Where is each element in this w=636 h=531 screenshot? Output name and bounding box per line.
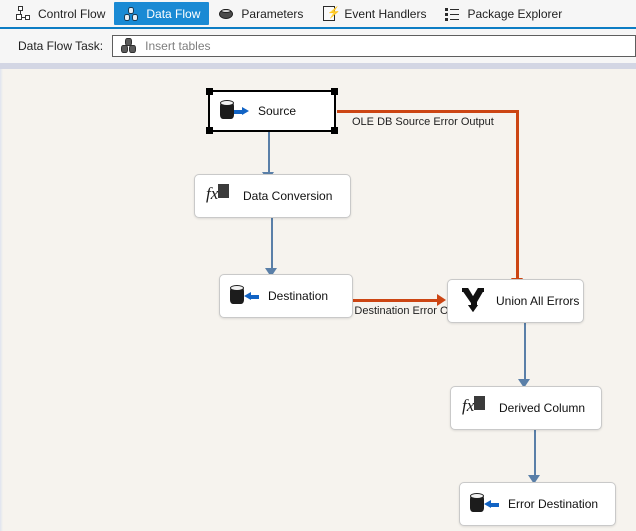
tab-control-flow[interactable]: Control Flow: [6, 2, 114, 25]
data-flow-task-icon: [119, 38, 139, 54]
connector-label-source-error: OLE DB Source Error Output: [352, 116, 494, 128]
connector-source-to-data-conversion[interactable]: [268, 131, 270, 173]
connector-union-to-derived-column[interactable]: [524, 323, 526, 380]
selection-handle-bottom-left[interactable]: [206, 127, 213, 134]
node-derived-column-label: Derived Column: [499, 401, 586, 415]
event-handlers-icon: ⚡: [321, 5, 341, 22]
node-data-conversion-label: Data Conversion: [243, 189, 333, 203]
connector-source-error-vertical[interactable]: [516, 110, 519, 281]
connector-derived-column-to-error-destination[interactable]: [534, 429, 536, 476]
connector-data-conversion-to-destination[interactable]: [271, 217, 273, 269]
tab-parameters[interactable]: Parameters: [209, 2, 312, 25]
node-source-label: Source: [258, 104, 297, 118]
node-destination-label: Destination: [268, 289, 329, 303]
node-union-all-errors[interactable]: Union All Errors: [447, 279, 584, 323]
data-flow-icon: [123, 6, 140, 22]
node-destination[interactable]: Destination: [219, 274, 353, 318]
connector-destination-error-horizontal[interactable]: [352, 299, 440, 302]
node-error-destination-label: Error Destination: [508, 497, 599, 511]
data-flow-canvas[interactable]: OLE DB Source Error Output OLE DB Destin…: [0, 69, 636, 531]
toolbar-separator: [0, 63, 636, 69]
tab-package-explorer-label: Package Explorer: [467, 6, 563, 21]
selection-handle-bottom-right[interactable]: [331, 127, 338, 134]
data-flow-task-combobox[interactable]: Insert tables: [112, 35, 636, 57]
node-union-all-errors-label: Union All Errors: [496, 294, 580, 308]
control-flow-icon: [15, 5, 32, 22]
canvas-left-edge: [0, 69, 3, 531]
selection-handle-top-right[interactable]: [331, 88, 338, 95]
data-flow-toolbar: Data Flow Task: Insert tables: [0, 29, 636, 63]
ole-db-destination-icon: [468, 490, 502, 518]
node-data-conversion[interactable]: fx Data Conversion: [194, 174, 351, 218]
fx-transform-icon: fx: [459, 394, 493, 422]
tab-parameters-label: Parameters: [241, 6, 304, 21]
connector-arrow-derived-column-to-error-destination: [528, 475, 540, 484]
tab-data-flow[interactable]: Data Flow: [114, 2, 210, 25]
node-derived-column[interactable]: fx Derived Column: [450, 386, 602, 430]
designer-tabstrip: Control Flow Data Flow Parameters ⚡ Even…: [0, 0, 636, 29]
node-source[interactable]: Source: [206, 88, 338, 134]
connector-arrow-destination-error: [437, 294, 446, 306]
union-all-icon: [456, 287, 490, 315]
package-explorer-icon: [444, 6, 461, 22]
connector-arrow-data-conversion-to-destination: [265, 268, 277, 277]
tab-control-flow-label: Control Flow: [38, 6, 106, 21]
fx-transform-icon: fx: [203, 182, 237, 210]
tab-event-handlers[interactable]: ⚡ Event Handlers: [312, 2, 435, 25]
tab-package-explorer[interactable]: Package Explorer: [435, 2, 571, 25]
data-flow-task-label: Data Flow Task:: [18, 39, 104, 53]
ole-db-destination-icon: [228, 282, 262, 310]
node-error-destination[interactable]: Error Destination: [459, 482, 616, 526]
connector-source-error-horizontal[interactable]: [337, 110, 519, 113]
tab-data-flow-label: Data Flow: [146, 6, 201, 21]
selection-handle-top-left[interactable]: [206, 88, 213, 95]
ole-db-source-icon: [218, 97, 252, 125]
parameters-icon: [218, 6, 235, 22]
data-flow-task-value: Insert tables: [145, 39, 211, 53]
connector-arrow-union-to-derived-column: [518, 379, 530, 388]
tab-event-handlers-label: Event Handlers: [344, 6, 427, 21]
